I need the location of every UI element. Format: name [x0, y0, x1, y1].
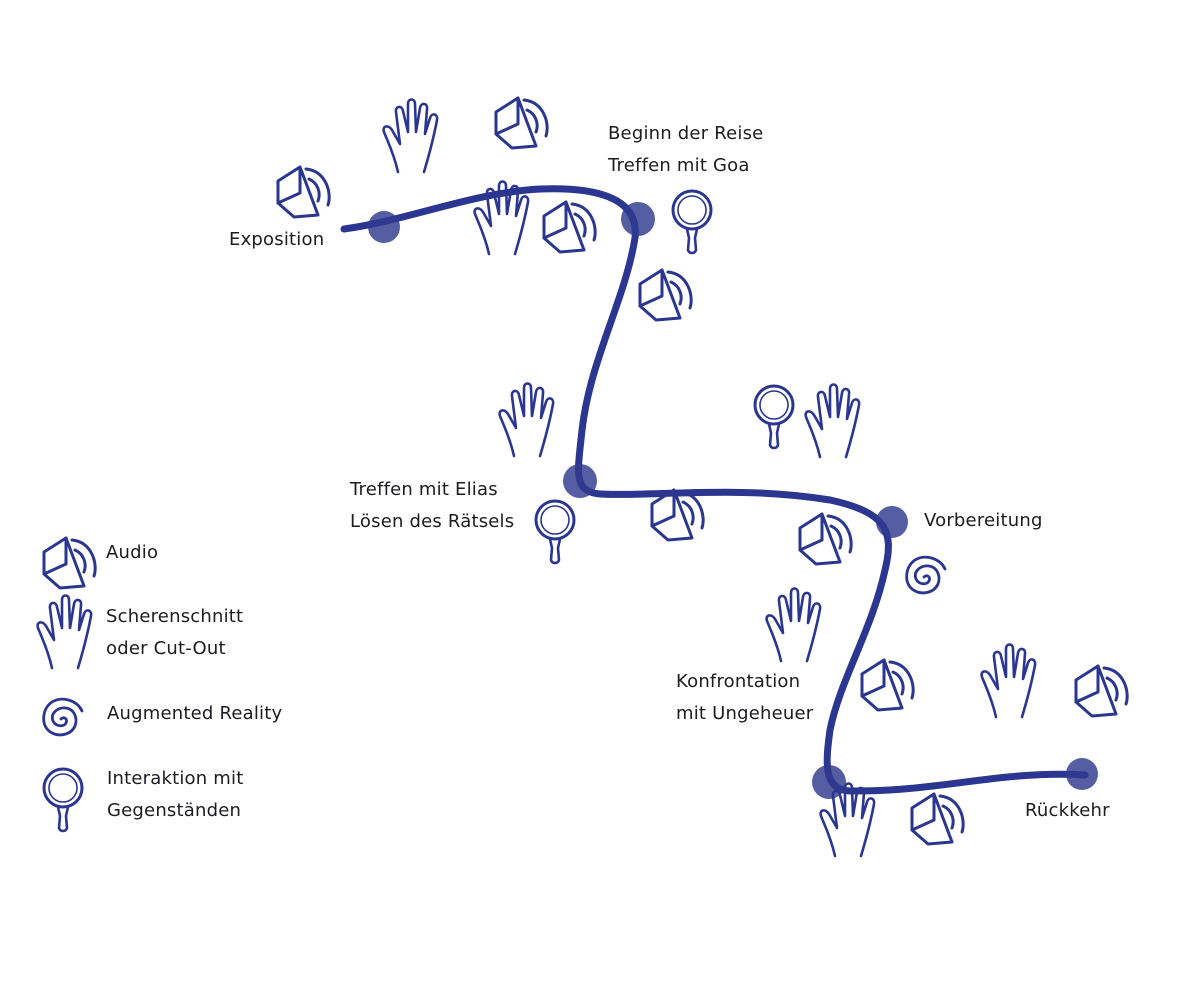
legend-cutout-label: Scherenschnitt oder Cut-Out — [106, 601, 243, 665]
hand-icon — [980, 643, 1037, 719]
legend-ar-label: Augmented Reality — [107, 698, 282, 730]
legend-interaction-line-2: Gegenständen — [107, 800, 242, 821]
legend-speaker-icon — [42, 536, 97, 590]
label-rueckkehr: Rückkehr — [1025, 795, 1110, 827]
legend-audio-label: Audio — [106, 537, 158, 569]
label-exposition-line: Exposition — [229, 229, 325, 250]
label-beginn: Beginn der Reise Treffen mit Goa — [608, 118, 763, 182]
node-exposition — [368, 211, 400, 243]
label-elias-line-1: Treffen mit Elias — [350, 479, 498, 500]
label-vorbereitung-line: Vorbereitung — [924, 510, 1043, 531]
hand-icon — [382, 98, 439, 174]
magnifier-icon — [671, 189, 713, 255]
speaker-icon — [542, 200, 597, 254]
legend-hand-icon — [36, 594, 93, 670]
magnifier-icon — [753, 384, 795, 450]
speaker-icon — [650, 488, 705, 542]
hand-icon — [498, 382, 555, 458]
label-elias: Treffen mit Elias Lösen des Rätsels — [350, 474, 514, 538]
speaker-icon — [860, 658, 915, 712]
legend-cutout-line-1: Scherenschnitt — [106, 606, 244, 627]
label-exposition: Exposition — [229, 224, 324, 256]
label-beginn-line-2: Treffen mit Goa — [608, 155, 750, 176]
speaker-icon — [1074, 664, 1129, 718]
legend-interaction-label: Interaktion mit Gegenständen — [107, 763, 244, 827]
magnifier-icon — [534, 499, 576, 565]
legend-interaction-line-1: Interaktion mit — [107, 768, 244, 789]
legend-cutout-line-2: oder Cut-Out — [106, 638, 226, 659]
speaker-icon — [910, 792, 965, 846]
hand-icon — [804, 383, 861, 459]
speaker-icon — [798, 512, 853, 566]
legend-magnifier-icon — [42, 767, 84, 833]
label-konfrontation: Konfrontation mit Ungeheuer — [676, 666, 813, 730]
node-elias — [563, 464, 597, 498]
label-konfrontation-line-1: Konfrontation — [676, 671, 801, 692]
speaker-icon — [494, 96, 549, 150]
node-beginn — [621, 202, 655, 236]
node-rueckkehr — [1066, 758, 1098, 790]
speaker-icon — [276, 165, 331, 219]
label-beginn-line-1: Beginn der Reise — [608, 123, 764, 144]
label-elias-line-2: Lösen des Rätsels — [350, 511, 515, 532]
speaker-icon — [638, 268, 693, 322]
spiral-icon — [905, 555, 947, 595]
legend-ar-line: Augmented Reality — [107, 703, 283, 724]
label-konfrontation-line-2: mit Ungeheuer — [676, 703, 814, 724]
hand-icon — [765, 587, 822, 663]
legend-spiral-icon — [42, 697, 84, 737]
node-vorbereitung — [876, 506, 908, 538]
legend-audio-line: Audio — [106, 542, 159, 563]
label-rueckkehr-line: Rückkehr — [1025, 800, 1110, 821]
label-vorbereitung: Vorbereitung — [924, 505, 1043, 537]
